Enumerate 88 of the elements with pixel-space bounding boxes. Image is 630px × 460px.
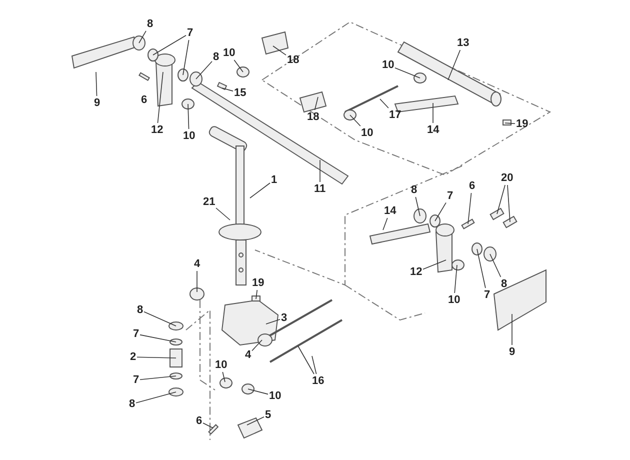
callout-number: 8 — [411, 184, 418, 196]
leader-line — [432, 102, 434, 124]
callout-number: 15 — [234, 87, 246, 99]
callout-number: 7 — [133, 328, 140, 340]
callout-number: 10 — [223, 47, 236, 59]
leader-line — [298, 346, 314, 374]
callout-number: 10 — [215, 359, 228, 371]
leader-line — [234, 60, 244, 72]
leader-line — [96, 72, 98, 96]
callout-number: 19 — [516, 118, 528, 130]
leader-line — [152, 34, 186, 56]
callout-number: 7 — [133, 374, 140, 386]
leader-line — [468, 192, 472, 224]
leader-line — [136, 392, 176, 404]
leader-line — [266, 318, 280, 324]
leader-line — [222, 88, 234, 92]
leader-line — [380, 98, 389, 108]
callout-number: 6 — [141, 94, 148, 106]
leader-line — [272, 46, 286, 56]
leader-line — [448, 50, 461, 80]
leader-line — [246, 416, 264, 426]
leader-line — [490, 254, 502, 278]
callout-number: 10 — [269, 390, 282, 402]
leader-line — [507, 184, 510, 222]
callout-number: 8 — [213, 51, 220, 63]
callout-number: 18 — [287, 54, 300, 66]
callout-number: 7 — [187, 27, 194, 39]
leader-line — [312, 356, 317, 374]
leader-line — [140, 334, 176, 342]
leader-line — [136, 356, 176, 358]
leader-line — [188, 104, 190, 130]
callout-number: 17 — [389, 109, 402, 121]
callout-number: 8 — [501, 278, 508, 290]
callout-number: 1 — [271, 174, 278, 186]
leader-line — [256, 290, 258, 300]
callout-number: 4 — [245, 349, 252, 361]
leader-line — [394, 67, 420, 78]
callout-number: 5 — [265, 409, 272, 421]
callout-number: 19 — [252, 277, 264, 289]
leader-line — [248, 388, 268, 395]
leader-line — [157, 72, 164, 124]
callout-number: 8 — [147, 18, 154, 30]
callout-number: 6 — [196, 415, 202, 427]
leader-line — [196, 270, 198, 292]
leader-line — [202, 422, 214, 428]
callout-number: 10 — [448, 294, 460, 306]
leader-line — [182, 40, 190, 76]
callout-number: 7 — [484, 289, 490, 301]
leader-line — [138, 30, 146, 44]
leader-line — [415, 196, 420, 216]
callout-number: 14 — [427, 124, 440, 136]
callout-number: 4 — [194, 258, 200, 270]
leader-line — [350, 114, 361, 126]
callout-number: 13 — [457, 37, 470, 49]
callout-number: 16 — [312, 375, 324, 387]
callout-number: 10 — [361, 127, 374, 139]
leader-line — [250, 182, 270, 198]
callout-number: 21 — [203, 196, 216, 208]
leader-line — [140, 376, 176, 380]
callout-number: 10 — [183, 130, 196, 142]
leader-line — [454, 264, 458, 294]
leader-line — [422, 260, 446, 270]
leader-line — [496, 184, 506, 214]
leader-line — [434, 202, 446, 222]
callout-number: 10 — [382, 59, 394, 71]
leader-line — [476, 248, 486, 288]
callout-number: 14 — [384, 205, 396, 217]
leader-line — [216, 208, 230, 220]
leader-line — [382, 218, 388, 230]
callout-number: 3 — [281, 312, 288, 324]
callout-number: 8 — [137, 304, 144, 316]
leader-line — [314, 96, 318, 110]
callout-number: 18 — [307, 111, 320, 123]
callout-number: 7 — [447, 190, 454, 202]
callout-number: 9 — [94, 97, 100, 109]
leader-line — [504, 122, 516, 124]
callout-number: 20 — [501, 172, 514, 184]
callout-number: 8 — [129, 398, 136, 410]
leader-line — [222, 372, 226, 382]
callout-number: 11 — [314, 183, 326, 195]
callout-number: 6 — [469, 180, 476, 192]
leader-line — [144, 311, 176, 326]
callout-number: 9 — [509, 346, 516, 358]
leader-line — [196, 61, 212, 80]
callout-number: 12 — [151, 124, 164, 136]
leader-line — [252, 340, 262, 352]
callout-number: 12 — [410, 266, 422, 278]
callout-number: 2 — [130, 351, 136, 363]
